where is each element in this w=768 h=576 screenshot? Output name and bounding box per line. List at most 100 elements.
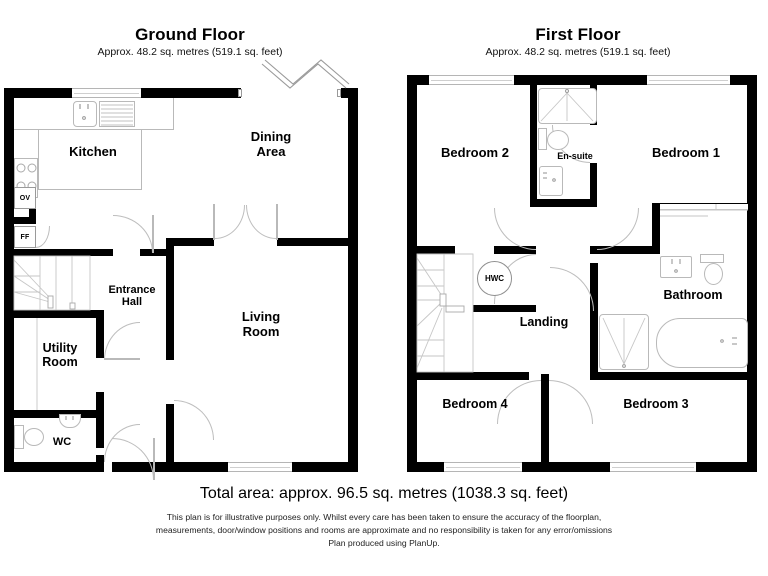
disclaimer-line-3: Plan produced using PlanUp. <box>328 538 440 548</box>
wall-bathroom-bottom <box>590 372 748 380</box>
first-wall-bottom-c <box>696 462 757 472</box>
first-floor-plan: HWC <box>384 0 768 480</box>
ground-window-stop-right <box>337 89 341 97</box>
ground-wall-bottom-mid2 <box>118 462 228 472</box>
first-wall-right <box>747 75 757 472</box>
first-wall-top-a <box>407 75 429 85</box>
room-label-dining-area: Dining Area <box>250 129 292 159</box>
wall-ensuite-bottom <box>530 199 597 207</box>
wall-bed1-bathroom <box>652 203 660 254</box>
wc-toilet-pan <box>24 428 44 446</box>
living-room-window <box>228 462 292 472</box>
wall-dining-living-right <box>277 238 348 246</box>
wall-oven-alcove-bot <box>14 217 36 224</box>
ensuite-toilet-cistern <box>538 128 547 150</box>
bathroom-toilet-cistern <box>700 254 724 263</box>
wall-utility-top <box>14 310 104 318</box>
first-wall-top-b <box>514 75 647 85</box>
wall-bed3-bed4-divider <box>541 374 549 462</box>
room-label-bathroom: Bathroom <box>663 288 723 302</box>
wc-basin-taps <box>65 416 74 420</box>
kitchen-drainer-ribs <box>101 104 133 126</box>
wc-basin <box>59 414 81 428</box>
kitchen-sink <box>73 101 97 127</box>
ground-wall-left <box>4 88 14 472</box>
utility-door-leaf <box>104 358 140 360</box>
bathroom-bath-taps <box>720 337 737 345</box>
kitchen-door-leaf <box>152 215 154 253</box>
ensuite-basin-taps <box>543 172 556 182</box>
kitchen-sink-taps <box>79 104 89 120</box>
ground-wall-bottom-right <box>292 462 358 472</box>
total-area-text: Total area: approx. 96.5 sq. metres (103… <box>199 485 569 502</box>
wall-dining-living-left <box>166 238 214 246</box>
bedroom-4-window <box>444 462 522 472</box>
bathroom-shower-detail <box>602 317 646 368</box>
room-label-bedroom-3: Bedroom 3 <box>623 397 689 411</box>
room-label-living-room: Living Room <box>241 309 281 339</box>
first-floor-title: First Floor <box>535 25 621 44</box>
ground-floor-title: Ground Floor <box>135 25 245 44</box>
first-wall-left <box>407 75 417 472</box>
wall-bed2-ensuite <box>530 85 537 207</box>
door-reveal-dining-left <box>213 204 215 240</box>
wall-ensuite-bed1-lower <box>590 163 597 207</box>
ground-floor-plan: OV FF <box>0 0 384 480</box>
disclaimer-line-2: measurements, door/window positions and … <box>155 525 613 535</box>
ensuite-toilet-pan <box>547 130 569 150</box>
bathroom-top-detail <box>660 204 748 217</box>
room-label-entrance-hall: Entrance Hall <box>108 284 156 309</box>
oven-appliance: OV <box>14 187 36 209</box>
room-label-landing: Landing <box>519 315 569 329</box>
wall-wc-right-b <box>96 455 104 462</box>
wc-toilet-cistern <box>14 425 24 449</box>
wall-bed2-landing <box>417 246 455 254</box>
wall-bed4-top <box>417 372 529 380</box>
room-label-bedroom-1: Bedroom 1 <box>652 145 720 160</box>
ensuite-basin <box>539 166 563 196</box>
hot-water-cylinder: HWC <box>477 261 512 296</box>
wall-kitchen-hall-2 <box>140 249 172 256</box>
room-label-utility-room: Utility Room <box>42 341 78 369</box>
front-door-leaf <box>153 438 155 480</box>
ground-wall-bottom-left <box>4 462 104 472</box>
first-wall-bottom-b <box>522 462 610 472</box>
wall-hwc-bottom <box>448 305 536 312</box>
first-floor-stairs <box>416 253 474 373</box>
dining-bifold-glazing <box>261 59 350 89</box>
bathroom-toilet-pan <box>704 263 723 285</box>
bathroom-basin-taps <box>671 259 681 273</box>
disclaimer-line-1: This plan is for illustrative purposes o… <box>166 512 602 522</box>
door-reveal-dining-right <box>276 204 278 240</box>
room-label-bedroom-2: Bedroom 2 <box>441 145 509 160</box>
ground-wall-bottom-door <box>104 462 112 472</box>
wall-kitchen-hall <box>14 249 113 256</box>
bedroom-3-window <box>610 462 696 472</box>
first-wall-top-c <box>730 75 757 85</box>
kitchen-window <box>72 88 141 98</box>
wall-landing-bathroom <box>590 263 598 380</box>
ground-wall-top-mid <box>141 88 241 98</box>
bathroom-basin <box>660 256 692 278</box>
ground-wall-right <box>348 88 358 472</box>
wall-landing-bed1 <box>590 246 652 254</box>
first-floor-subtitle: Approx. 48.2 sq. metres (519.1 sq. feet) <box>485 46 671 58</box>
ground-window-stop-left <box>238 89 242 97</box>
wall-hall-living-lower <box>166 404 174 462</box>
bedroom-1-window <box>647 75 730 85</box>
ground-floor-subtitle: Approx. 48.2 sq. metres (519.1 sq. feet) <box>97 46 283 58</box>
room-label-wc: WC <box>52 436 72 448</box>
room-label-kitchen: Kitchen <box>69 144 117 159</box>
wall-bed2-landing-b <box>494 246 536 254</box>
stairs-treads <box>13 255 91 311</box>
bedroom-2-window <box>429 75 514 85</box>
utility-unit <box>36 318 38 410</box>
bathroom-bath <box>656 318 748 368</box>
ensuite-shower-detail <box>540 89 594 122</box>
room-label-bedroom-4: Bedroom 4 <box>442 397 508 411</box>
wall-utility-right-lower <box>96 392 104 418</box>
room-label-en-suite: En-suite <box>557 151 593 161</box>
ground-wall-top-left <box>4 88 72 98</box>
bathroom-wardrobe-strip <box>660 204 748 210</box>
